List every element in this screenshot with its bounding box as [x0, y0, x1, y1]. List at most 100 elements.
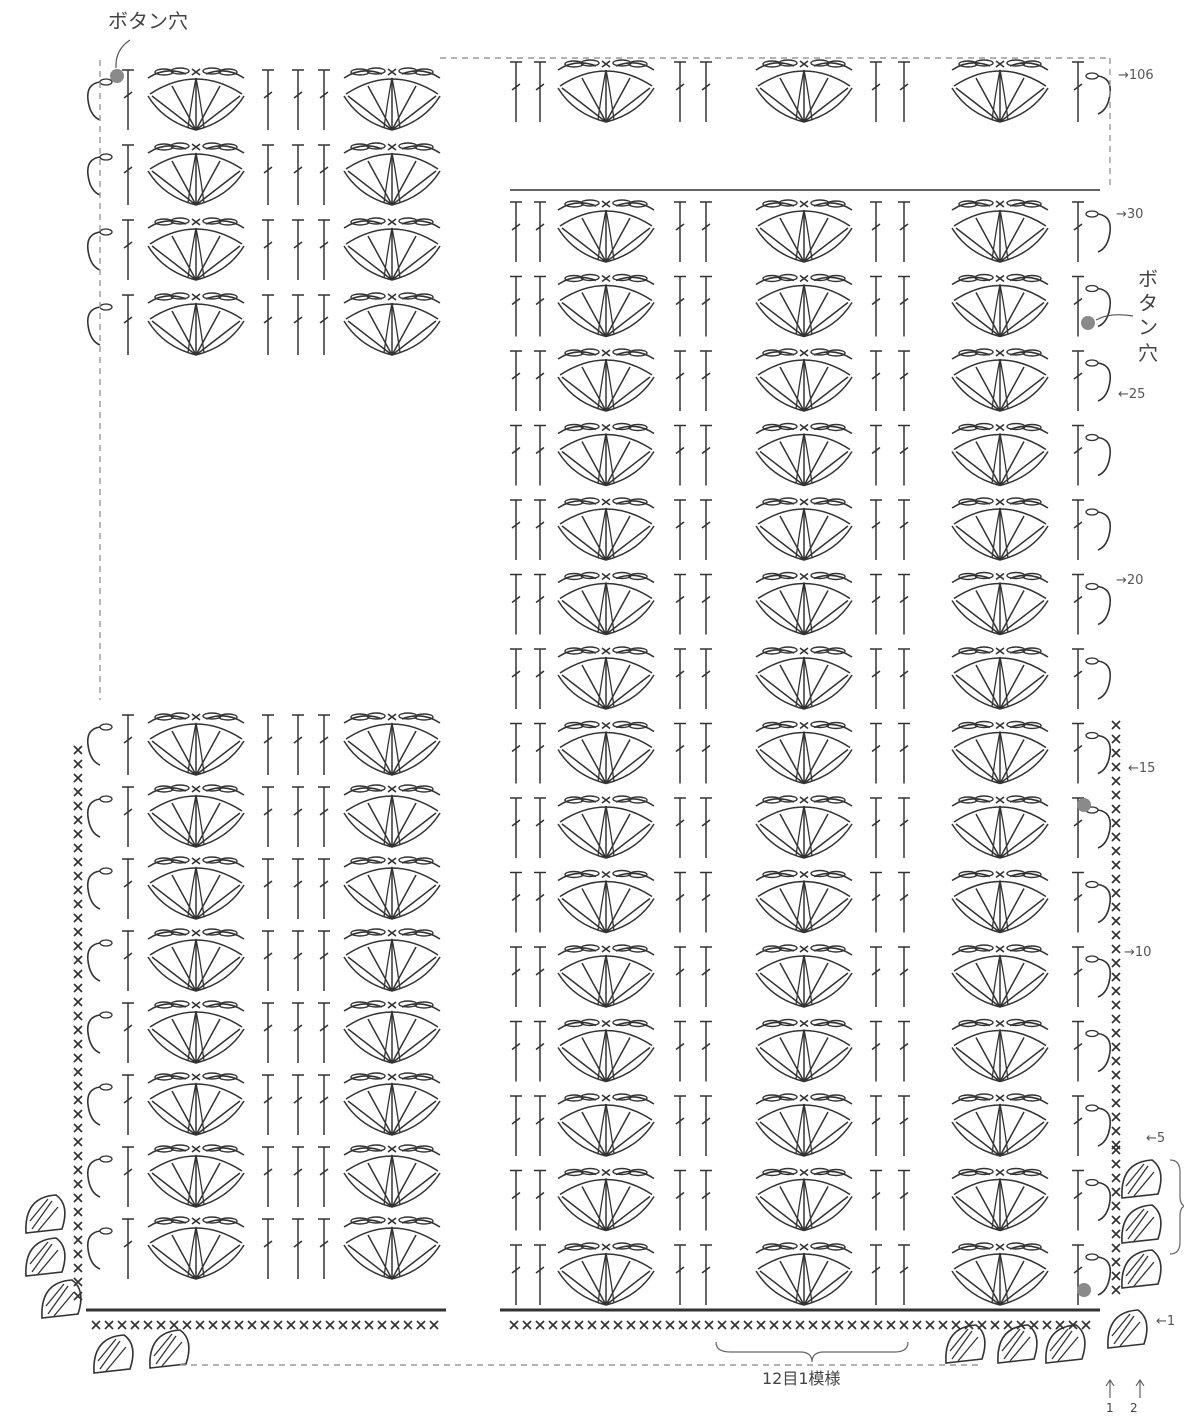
dc-stitch: [292, 859, 304, 919]
dc-stitch: [674, 277, 686, 337]
turning-chain: [1086, 584, 1110, 625]
fan-motif: [344, 785, 440, 847]
dc-stitch: [318, 220, 330, 280]
turning-chain: [1086, 211, 1110, 252]
sc-stitch: [1112, 889, 1120, 897]
dc-stitch: [674, 500, 686, 560]
dc-stitch: [870, 351, 882, 411]
sc-stitch: [1112, 945, 1120, 953]
sc-stitch: [131, 1321, 139, 1329]
sc-stitch: [679, 1321, 687, 1329]
fan-motif: [148, 1145, 244, 1207]
sc-stitch: [848, 1321, 856, 1329]
sc-stitch: [731, 1321, 739, 1329]
fan-motif: [344, 1145, 440, 1207]
fan-motif: [952, 945, 1048, 1007]
turning-chain: [88, 1012, 112, 1053]
dc-stitch: [674, 426, 686, 486]
dc-stitch: [674, 649, 686, 709]
fan-motif: [952, 60, 1048, 122]
left-upper-block: [88, 68, 440, 355]
dc-stitch: [318, 295, 330, 355]
button-hole-leader-top: [116, 40, 130, 68]
fan-motif: [756, 424, 852, 486]
button-hole-char-1: ボ: [1138, 267, 1158, 291]
dc-stitch: [262, 295, 274, 355]
sc-stitch: [74, 1026, 82, 1034]
sc-stitch: [1112, 735, 1120, 743]
sc-stitch: [1112, 1216, 1120, 1224]
fan-motif: [344, 929, 440, 991]
sc-stitch: [1112, 1146, 1120, 1154]
sc-stitch: [1112, 1001, 1120, 1009]
sc-stitch: [1112, 987, 1120, 995]
sc-stitch: [196, 1321, 204, 1329]
sc-stitch: [1112, 973, 1120, 981]
dc-stitch: [262, 1219, 274, 1279]
dc-stitch: [700, 649, 712, 709]
stitch-counter-1: 1: [1106, 1401, 1114, 1415]
dc-stitch: [674, 947, 686, 1007]
dc-stitch: [122, 1219, 134, 1279]
sc-stitch: [74, 788, 82, 796]
dc-stitch: [674, 62, 686, 122]
sc-stitch: [1112, 903, 1120, 911]
dc-stitch: [122, 1075, 134, 1135]
sc-stitch: [900, 1321, 908, 1329]
fan-motif: [756, 647, 852, 709]
sc-stitch: [261, 1321, 269, 1329]
sc-stitch: [74, 928, 82, 936]
sc-stitch: [339, 1321, 347, 1329]
fan-motif: [148, 143, 244, 205]
fan-motif: [756, 1020, 852, 1082]
dc-stitch: [292, 220, 304, 280]
sc-stitch: [1004, 1321, 1012, 1329]
sc-stitch: [74, 760, 82, 768]
sc-stitch: [430, 1321, 438, 1329]
fan-motif: [952, 1243, 1048, 1305]
fan-motif: [558, 275, 654, 337]
sc-stitch: [1112, 1029, 1120, 1037]
fan-motif: [756, 871, 852, 933]
sc-stitch: [74, 1068, 82, 1076]
dc-stitch: [292, 787, 304, 847]
dc-stitch: [700, 947, 712, 1007]
fan-motif: [344, 713, 440, 775]
dc-stitch: [318, 859, 330, 919]
button-hole-char-4: 穴: [1138, 341, 1158, 365]
sc-stitch: [1112, 1127, 1120, 1135]
fan-motif: [558, 424, 654, 486]
sc-stitch: [144, 1321, 152, 1329]
turning-chain: [1086, 807, 1110, 848]
sc-stitch: [1112, 1244, 1120, 1252]
sc-stitch: [74, 858, 82, 866]
dc-stitch: [1072, 1096, 1084, 1156]
sc-stitch: [287, 1321, 295, 1329]
fan-motif: [148, 1001, 244, 1063]
dc-stitch: [870, 724, 882, 784]
turning-chain: [88, 724, 112, 765]
dc-stitch: [292, 70, 304, 130]
fan-motif: [952, 1094, 1048, 1156]
dc-stitch: [292, 145, 304, 205]
dc-stitch: [898, 426, 910, 486]
dc-stitch: [700, 798, 712, 858]
sc-stitch: [74, 830, 82, 838]
dc-stitch: [510, 277, 522, 337]
dc-stitch: [534, 1022, 546, 1082]
fan-motif: [558, 1169, 654, 1231]
sc-stitch: [744, 1321, 752, 1329]
fan-motif: [558, 1020, 654, 1082]
dc-stitch: [898, 575, 910, 635]
fan-motif: [756, 60, 852, 122]
fan-motif: [558, 200, 654, 262]
sc-stitch: [1112, 1071, 1120, 1079]
sc-stitch: [1112, 763, 1120, 771]
dc-stitch: [674, 575, 686, 635]
fan-motif: [756, 796, 852, 858]
dc-stitch: [1072, 426, 1084, 486]
dc-stitch: [870, 575, 882, 635]
fan-motif: [558, 60, 654, 122]
button-hole-char-2: タ: [1138, 291, 1158, 315]
dc-stitch: [674, 1245, 686, 1305]
